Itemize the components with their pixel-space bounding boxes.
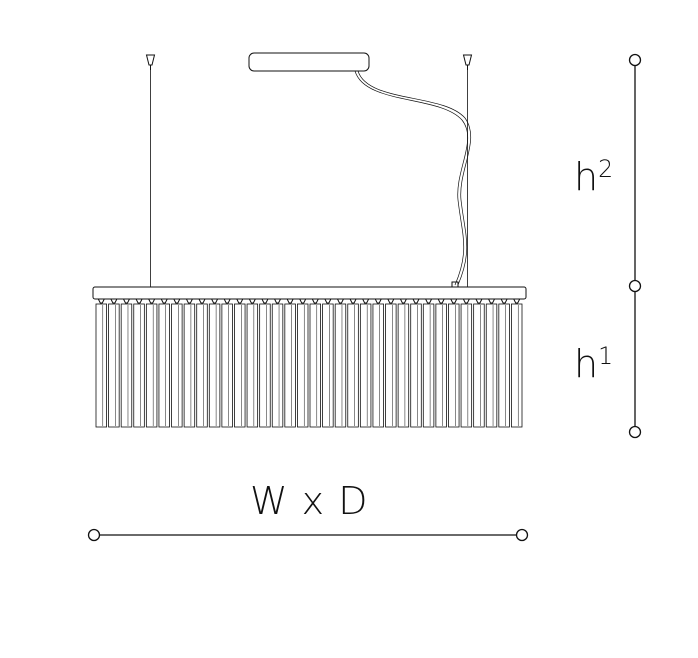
crystal-holder xyxy=(110,298,118,304)
crystal-holder xyxy=(135,298,143,304)
crystal-rod xyxy=(108,303,120,428)
crystal-holder xyxy=(437,298,445,304)
crystal-holder xyxy=(462,298,471,304)
crystal-holder xyxy=(361,298,370,304)
crystal-rod xyxy=(435,303,447,428)
h1-dimension-label: h1 xyxy=(574,342,614,386)
crystal-holder xyxy=(273,298,282,304)
crystal-holder xyxy=(512,298,521,304)
crystal-rod xyxy=(511,303,523,428)
ceiling-canopy xyxy=(248,52,370,72)
left-cable-anchor xyxy=(145,54,156,70)
crystal-holder xyxy=(311,298,320,304)
crystal-holder xyxy=(412,298,420,304)
crystal-rod xyxy=(322,303,334,428)
crystal-holder xyxy=(298,298,307,304)
crystal-holder xyxy=(122,298,131,304)
crystal-rod xyxy=(196,303,208,428)
crystal-rod xyxy=(410,303,422,428)
h2-dimension-label: h2 xyxy=(574,155,614,199)
crystal-holder xyxy=(324,298,332,304)
crystal-holder xyxy=(449,298,458,304)
crystal-holder xyxy=(487,298,496,304)
crystal-rod xyxy=(473,303,485,428)
crystal-rod xyxy=(133,303,145,428)
crystal-rod xyxy=(259,303,271,428)
dimension-node-left xyxy=(87,528,101,542)
crystal-rod xyxy=(448,303,460,428)
crystal-holder xyxy=(336,298,345,304)
power-cord xyxy=(354,70,471,286)
crystal-holder xyxy=(173,298,181,304)
crystal-holder xyxy=(185,298,194,304)
crystal-rod xyxy=(221,303,233,428)
crystal-rod xyxy=(372,303,384,428)
crystal-holder xyxy=(97,298,106,304)
crystal-holder xyxy=(399,298,408,304)
right-cable-anchor xyxy=(462,54,473,70)
crystal-rod xyxy=(145,303,158,428)
crystal-rod xyxy=(334,303,347,428)
crystal-rod xyxy=(284,303,296,428)
crystal-holder xyxy=(223,298,231,304)
crystal-rod xyxy=(208,303,221,428)
crystal-rod xyxy=(183,303,196,428)
crystal-rod xyxy=(171,303,183,428)
crystal-rod xyxy=(498,303,510,428)
crystal-holder xyxy=(349,298,357,304)
crystal-rod xyxy=(158,303,170,428)
crystal-array xyxy=(95,298,523,428)
crystal-holder xyxy=(248,298,257,304)
crystal-holder xyxy=(286,298,294,304)
crystal-rod xyxy=(234,303,246,428)
crystal-rod xyxy=(422,303,435,428)
crystal-rod xyxy=(385,303,397,428)
crystal-holder xyxy=(160,298,169,304)
crystal-rod xyxy=(397,303,410,428)
crystal-rod xyxy=(297,303,309,428)
crystal-rod xyxy=(485,303,498,428)
crystal-holder xyxy=(475,298,483,304)
crystal-holder xyxy=(424,298,433,304)
width-depth-label: W x D xyxy=(250,479,369,523)
crystal-holder xyxy=(147,298,156,304)
crystal-holder xyxy=(198,298,206,304)
lamp-body-bar xyxy=(92,286,527,300)
crystal-rod xyxy=(95,303,107,428)
crystal-holder xyxy=(387,298,395,304)
crystal-rod xyxy=(120,303,133,428)
width-dimension-line xyxy=(87,528,529,542)
crystal-rod xyxy=(271,303,284,428)
dimension-node-bottom xyxy=(628,425,642,439)
height-dimension-line xyxy=(628,53,642,439)
crystal-holder xyxy=(261,298,269,304)
crystal-rod xyxy=(460,303,473,428)
crystal-rod xyxy=(246,303,259,428)
dimension-node-right xyxy=(515,528,529,542)
crystal-holder xyxy=(500,298,508,304)
crystal-holder xyxy=(235,298,244,304)
crystal-rod xyxy=(359,303,372,428)
crystal-holder xyxy=(374,298,383,304)
crystal-rod xyxy=(347,303,359,428)
crystal-rod xyxy=(309,303,321,428)
dimension-node-top xyxy=(628,53,642,67)
dimension-node-middle xyxy=(628,279,642,293)
crystal-holder xyxy=(210,298,219,304)
